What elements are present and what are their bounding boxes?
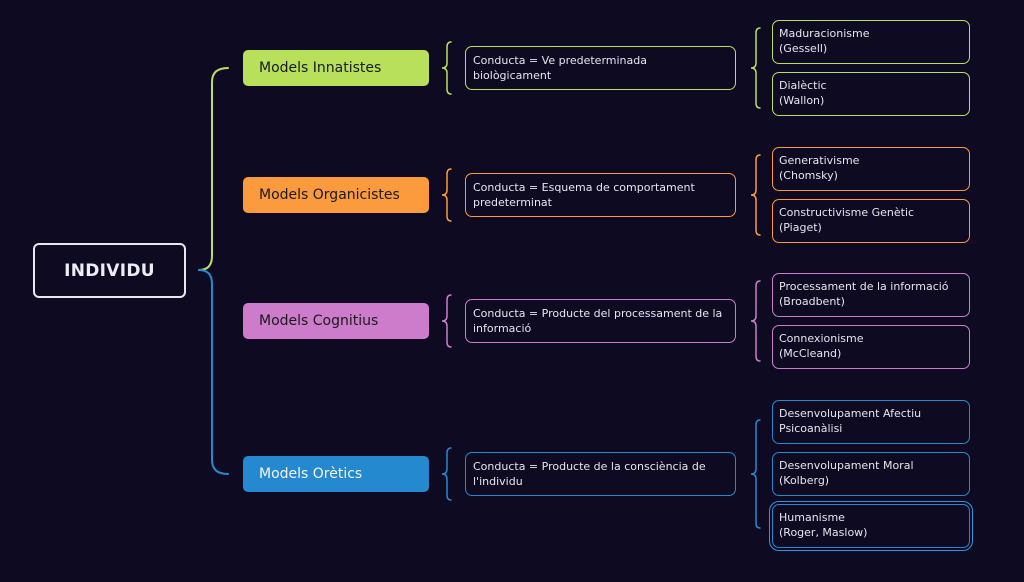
brace-innatistes-children xyxy=(750,27,761,109)
leaf-subtitle: (Gessell) xyxy=(779,42,828,55)
description-node-organicistes[interactable]: Conducta = Esquema de comportament prede… xyxy=(465,173,736,217)
description-node-oretics[interactable]: Conducta = Producte de la consciència de… xyxy=(465,452,736,496)
leaf-subtitle: Psicoanàlisi xyxy=(779,422,843,435)
leaf-title: Generativisme xyxy=(779,154,860,167)
description-node-cognitius[interactable]: Conducta = Producte del processament de … xyxy=(465,299,736,343)
leaf-node-desenvolupament-afectiu[interactable]: Desenvolupament Afectiu Psicoanàlisi xyxy=(772,400,970,444)
description-node-innatistes[interactable]: Conducta = Ve predeterminada biològicame… xyxy=(465,46,736,90)
model-node-cognitius[interactable]: Models Cognitius xyxy=(243,303,429,339)
model-node-innatistes[interactable]: Models Innatistes xyxy=(243,50,429,86)
leaf-node-desenvolupament-moral[interactable]: Desenvolupament Moral (Kolberg) xyxy=(772,452,970,496)
brace-cognitius-children xyxy=(750,280,761,362)
description-text: Conducta = Esquema de comportament prede… xyxy=(473,181,695,209)
root-node-individu[interactable]: INDIVIDU xyxy=(33,243,186,298)
model-label: Models Innatistes xyxy=(259,60,382,76)
description-text: Conducta = Producte de la consciència de… xyxy=(473,460,706,488)
leaf-title: Dialèctic xyxy=(779,79,827,92)
leaf-node-maduracionisme[interactable]: Maduracionisme (Gessell) xyxy=(772,20,970,64)
brace-innatistes-description xyxy=(441,41,452,95)
leaf-title: Desenvolupament Moral xyxy=(779,459,914,472)
leaf-subtitle: (McCleand) xyxy=(779,347,842,360)
brace-cognitius-description xyxy=(441,294,452,348)
connector-root-to-oretics xyxy=(198,269,229,475)
description-text: Conducta = Ve predeterminada biològicame… xyxy=(473,54,647,82)
root-label: INDIVIDU xyxy=(64,260,155,281)
brace-organicistes-children xyxy=(750,154,761,236)
leaf-node-processament-informacio[interactable]: Processament de la informació (Broadbent… xyxy=(772,273,970,317)
leaf-subtitle: (Kolberg) xyxy=(779,474,830,487)
leaf-node-generativisme[interactable]: Generativisme (Chomsky) xyxy=(772,147,970,191)
connector-root-to-innatistes xyxy=(198,67,229,271)
model-label: Models Orètics xyxy=(259,466,363,482)
brace-organicistes-description xyxy=(441,168,452,222)
leaf-subtitle: (Piaget) xyxy=(779,221,822,234)
brace-oretics-children xyxy=(750,419,761,529)
leaf-node-constructivisme-genetic[interactable]: Constructivisme Genètic (Piaget) xyxy=(772,199,970,243)
model-node-oretics[interactable]: Models Orètics xyxy=(243,456,429,492)
model-label: Models Organicistes xyxy=(259,187,400,203)
model-label: Models Cognitius xyxy=(259,313,379,329)
leaf-title: Maduracionisme xyxy=(779,27,870,40)
leaf-title: Humanisme xyxy=(779,511,845,524)
leaf-node-connexionisme[interactable]: Connexionisme (McCleand) xyxy=(772,325,970,369)
description-text: Conducta = Producte del processament de … xyxy=(473,307,723,335)
leaf-subtitle: (Roger, Maslow) xyxy=(779,526,868,539)
leaf-title: Connexionisme xyxy=(779,332,864,345)
leaf-subtitle: (Chomsky) xyxy=(779,169,838,182)
brace-oretics-description xyxy=(441,447,452,501)
leaf-title: Processament de la informació xyxy=(779,280,949,293)
leaf-node-dialectic[interactable]: Dialèctic (Wallon) xyxy=(772,72,970,116)
leaf-subtitle: (Wallon) xyxy=(779,94,825,107)
leaf-subtitle: (Broadbent) xyxy=(779,295,845,308)
leaf-title: Constructivisme Genètic xyxy=(779,206,915,219)
leaf-node-humanisme[interactable]: Humanisme (Roger, Maslow) xyxy=(769,501,973,551)
leaf-title: Desenvolupament Afectiu xyxy=(779,407,922,420)
model-node-organicistes[interactable]: Models Organicistes xyxy=(243,177,429,213)
